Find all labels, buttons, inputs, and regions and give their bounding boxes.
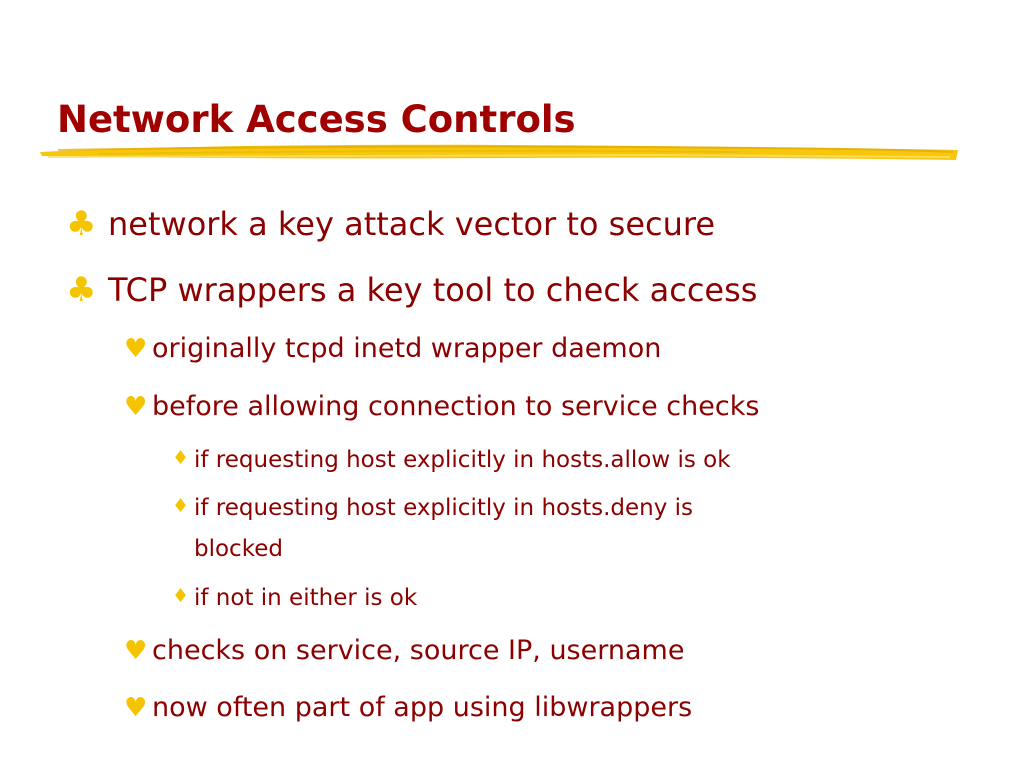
heart-icon: ♥ — [124, 693, 148, 723]
list-item-text: checks on service, source IP, username — [152, 635, 685, 666]
list-item-continuation: blocked — [194, 536, 283, 562]
heart-icon: ♥ — [124, 636, 148, 666]
list-item: ♥before allowing connection to service c… — [124, 389, 759, 425]
title-underline-brush — [40, 144, 958, 160]
list-item: ♣ TCP wrappers a key tool to check access — [66, 270, 757, 310]
club-icon: ♣ — [66, 204, 97, 244]
list-item-text: if requesting host explicitly in hosts.d… — [194, 495, 694, 521]
list-item: ♦if not in either is ok — [172, 583, 417, 614]
diamond-icon: ♦ — [172, 447, 190, 469]
list-item-text: if requesting host explicitly in hosts.a… — [194, 447, 731, 473]
list-item: ♥originally tcpd inetd wrapper daemon — [124, 331, 661, 367]
club-icon: ♣ — [66, 270, 97, 310]
slide-title: Network Access Controls — [57, 98, 576, 141]
list-item-text: now often part of app using libwrappers — [152, 692, 693, 723]
list-item: ♥checks on service, source IP, username — [124, 633, 684, 669]
list-item: ♦if requesting host explicitly in hosts.… — [172, 445, 731, 476]
list-item-text: TCP wrappers a key tool to check access — [108, 271, 758, 309]
list-item: ♥now often part of app using libwrappers — [124, 690, 692, 726]
diamond-icon: ♦ — [172, 495, 190, 517]
list-item: ♣ network a key attack vector to secure — [66, 204, 715, 244]
list-item-text: before allowing connection to service ch… — [152, 391, 760, 422]
heart-icon: ♥ — [124, 392, 148, 422]
heart-icon: ♥ — [124, 334, 148, 364]
list-item-text: network a key attack vector to secure — [108, 205, 716, 243]
list-item-text: originally tcpd inetd wrapper daemon — [152, 333, 662, 364]
list-item-text: if not in either is ok — [194, 585, 418, 611]
list-item: ♦if requesting host explicitly in hosts.… — [172, 493, 693, 524]
diamond-icon: ♦ — [172, 585, 190, 607]
